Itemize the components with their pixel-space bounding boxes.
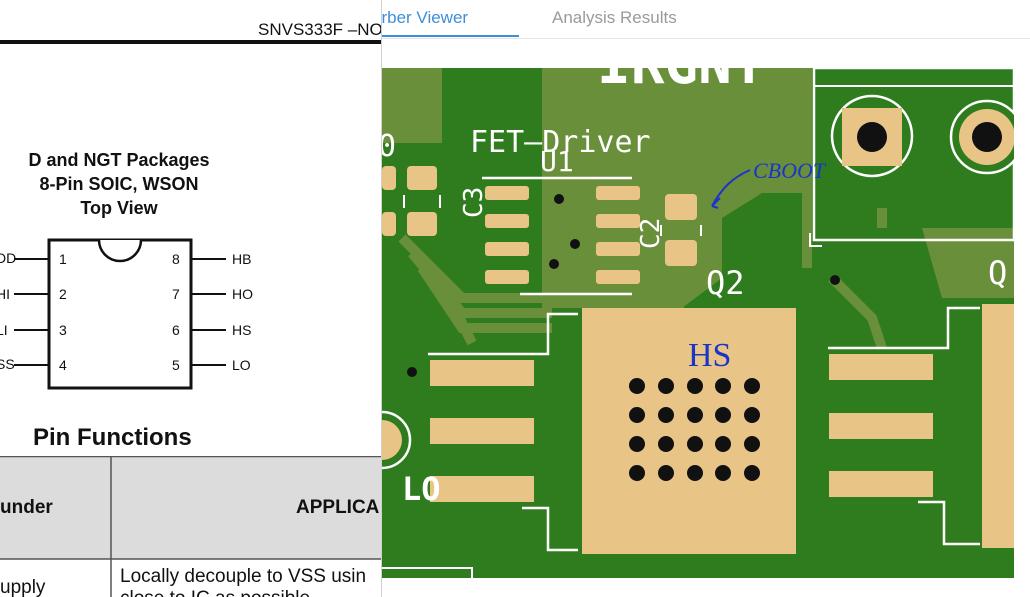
connector-drill-2 bbox=[972, 122, 1002, 152]
package-pinout-diagram: DD HI LI SS 1 2 3 4 8 7 6 5 HB HO HS LO bbox=[0, 238, 253, 390]
light-region-corner bbox=[382, 68, 442, 143]
table-cell-decouple: Locally decouple to VSS usin bbox=[120, 566, 367, 587]
datasheet-doc-id: SNVS333F –NO bbox=[258, 20, 382, 39]
active-tab-indicator bbox=[372, 35, 519, 37]
pin-2-name: HI bbox=[0, 286, 10, 302]
tab-analysis-results[interactable]: Analysis Results bbox=[552, 8, 677, 27]
mount-ring-bottom-left bbox=[382, 410, 412, 470]
pin-6-name: HS bbox=[232, 322, 251, 338]
pin-5-number: 5 bbox=[172, 357, 180, 373]
c2-silk-marks bbox=[660, 225, 702, 236]
silk-u1: U1 bbox=[540, 145, 574, 178]
pin-1-number: 1 bbox=[59, 251, 67, 267]
table-header-col2: APPLICA bbox=[296, 497, 380, 518]
ic-body bbox=[47, 238, 193, 390]
q-right-silk-bottom bbox=[918, 500, 980, 546]
pin-8-number: 8 bbox=[172, 251, 180, 267]
package-title-line3: Top View bbox=[80, 198, 158, 218]
pin-8-name: HB bbox=[232, 251, 251, 267]
pin-4-number: 4 bbox=[59, 357, 67, 373]
annotation-cboot: CBOOT bbox=[753, 158, 827, 183]
datasheet-panel[interactable]: SNVS333F –NO D and NGT Packages 8-Pin SO… bbox=[0, 0, 382, 597]
q-left-silk-top bbox=[428, 312, 578, 356]
package-title-line1: D and NGT Packages bbox=[28, 150, 210, 170]
pin-4-name: SS bbox=[0, 356, 15, 372]
mount-pad-bottom-left bbox=[382, 420, 402, 460]
q2-thermal-pad bbox=[582, 308, 796, 554]
pin-7-name: HO bbox=[232, 286, 253, 302]
pin-3-number: 3 bbox=[59, 322, 67, 338]
connector-drill-1 bbox=[857, 122, 887, 152]
c3-silk-marks bbox=[403, 195, 441, 208]
pcb-canvas[interactable]: IRGNT FET–Driver U1 0 C3 C2 bbox=[382, 68, 1014, 578]
datasheet-header-rule bbox=[0, 40, 381, 44]
pin-1-name: DD bbox=[0, 250, 16, 266]
silk-bottom-edge bbox=[382, 567, 473, 578]
c2-pads bbox=[665, 194, 697, 266]
table-cell-supply: upply bbox=[0, 577, 46, 597]
q2-thermal-vias bbox=[629, 378, 760, 481]
pin-5-name: LO bbox=[232, 357, 251, 373]
silk-c3: C3 bbox=[459, 187, 489, 218]
tab-gerber-viewer[interactable]: erber Viewer bbox=[372, 8, 469, 27]
package-title-line2: 8-Pin SOIC, WSON bbox=[39, 174, 199, 194]
pin-6-number: 6 bbox=[172, 322, 180, 338]
q-left-pads bbox=[430, 360, 534, 502]
silk-fet-driver: FET–Driver bbox=[470, 125, 651, 160]
u1-vias bbox=[407, 194, 840, 377]
silk-corner-mark bbox=[809, 233, 822, 247]
silk-q2: Q2 bbox=[706, 264, 745, 302]
connector-outline bbox=[812, 68, 1014, 242]
pin-2-number: 2 bbox=[59, 286, 67, 302]
q-right-pads bbox=[829, 304, 1014, 548]
mount-ring-left bbox=[830, 94, 914, 178]
pin-7-number: 7 bbox=[172, 286, 180, 302]
pin-3-name: LI bbox=[0, 322, 8, 338]
silk-zero: 0 bbox=[382, 129, 396, 164]
pin-functions-table bbox=[0, 456, 381, 597]
pin-leads bbox=[14, 258, 226, 366]
silk-top-text: IRGNT bbox=[597, 68, 766, 97]
light-region-right bbox=[922, 228, 1014, 298]
q-right-silk-top bbox=[828, 306, 980, 350]
silk-q-right: Q bbox=[988, 254, 1007, 292]
table-header-bg bbox=[0, 456, 381, 559]
table-header-col1: under bbox=[0, 497, 53, 518]
traces bbox=[398, 208, 887, 350]
c3-pads bbox=[382, 166, 437, 236]
table-cell-close: close to IC as possible. bbox=[120, 588, 315, 597]
silk-lo: LO bbox=[402, 470, 441, 508]
annotation-hs: HS bbox=[688, 337, 731, 374]
annotation-arrow-icon bbox=[711, 169, 751, 209]
section-title-pin-functions: Pin Functions bbox=[33, 424, 192, 451]
q-left-silk-bottom bbox=[522, 506, 578, 552]
ic-notch bbox=[97, 239, 143, 263]
u1-pads bbox=[485, 186, 640, 284]
